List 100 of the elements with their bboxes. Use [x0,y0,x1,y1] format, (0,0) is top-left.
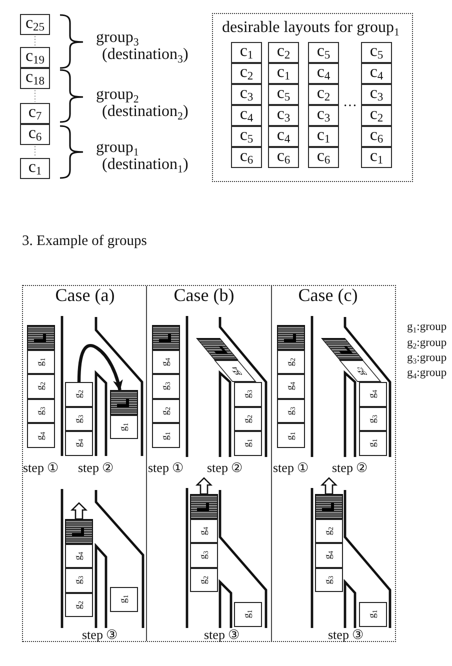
box-label: c$_{2}$ [370,106,384,122]
box-label: c$_{1}$ [276,64,290,80]
stack-box [20,68,50,89]
group-box [277,374,305,399]
group-label: group$_{3}$ [96,29,139,47]
group-box [65,592,93,618]
group-box [152,398,180,424]
group-box [234,431,262,456]
box-label: c$_{19}$ [25,48,45,64]
box-label: c$_{7}$ [28,104,42,120]
box-label: c$_{6}$ [276,148,290,164]
step-label: step ① [273,460,310,475]
layout-slot [231,126,262,147]
stack-box [20,124,50,145]
curved-arrow [77,344,123,391]
layout-slot [308,126,339,147]
panel-title: Case (b) [174,285,234,305]
layout-slot [231,84,262,105]
group-box [234,382,262,407]
hatched-block [152,325,180,350]
case-panel [23,286,147,641]
group-box [190,568,218,592]
step-label: step ③ [82,628,118,641]
layout-slot [308,84,339,105]
box-label: c$_{6}$ [370,126,384,142]
box-label: c$_{6}$ [28,124,42,140]
hatched-block [110,390,138,415]
group-box [234,406,262,432]
box-label: c$_{2}$ [316,84,330,100]
box-label: c$_{6}$ [316,148,330,164]
step-label: step ② [332,460,368,475]
hatched-block [196,338,238,360]
legend-text: g$_{1}$:group [407,321,447,334]
box-label: c$_{5}$ [240,126,254,142]
group-box [65,568,93,593]
group-box [359,406,387,432]
group-box [27,350,55,374]
legend-text: g$_{3}$:group [407,352,447,366]
box-label: c$_{25}$ [25,14,45,30]
box-label: c$_{4}$ [240,106,254,122]
step-label: step ① [23,460,60,475]
hatched-block [27,325,55,350]
group-box [359,382,387,407]
group-box [65,431,93,456]
layout-slot [268,126,299,147]
box-label: c$_{2}$ [240,64,254,80]
hatched-block [321,338,363,360]
hatched-block [190,494,218,519]
group-box [315,568,343,592]
group-box [65,406,93,432]
step-label: step ② [78,460,114,475]
destination-label: (destination$_{3}$) [102,46,188,64]
group-box [315,543,343,568]
group-box [277,423,305,448]
group-box [65,382,93,407]
box-label: c$_{1}$ [316,126,330,142]
box-label: c$_{4}$ [316,64,330,80]
group-box [152,423,180,448]
group-box [110,414,138,440]
stack-box [20,14,50,35]
layout-slot [361,63,392,84]
box-label: c$_{2}$ [276,42,290,58]
box-label: c$_{5}$ [370,42,384,58]
group-label: group$_{2}$ [96,86,139,104]
layout-slot [361,42,392,63]
stack-box [20,158,50,179]
box-label: c$_{1}$ [240,42,254,58]
ellipsis-text: ··· [343,99,357,115]
hatched-block [277,325,305,350]
group-box [359,431,387,456]
box-label: c$_{18}$ [25,68,45,84]
box-label: c$_{6}$ [240,148,254,164]
figure-caption: 3. Example of groups [22,232,147,250]
layout-slot [361,105,392,126]
group-box [234,602,262,627]
box-label: c$_{4}$ [276,126,290,142]
layout-slot [231,105,262,126]
group-box [27,374,55,399]
layout-slot [268,84,299,105]
layout-slot [361,84,392,105]
box-label: c$_{5}$ [276,84,290,100]
destination-label: (destination$_{2}$) [102,103,188,121]
group-box [190,543,218,568]
layout-slot [308,105,339,126]
group-box [152,374,180,399]
stack-box [20,103,50,124]
group-box [110,587,138,612]
block-arrow [195,477,213,495]
step-label: step ③ [328,628,364,641]
layout-slot [361,126,392,147]
box-label: c$_{1}$ [370,148,384,164]
group-box [277,398,305,424]
layout-slot [268,63,299,84]
group-box [27,398,55,424]
box-label: c$_{3}$ [276,106,290,122]
box-label: c$_{3}$ [240,84,254,100]
hatched-block [315,494,343,519]
layout-slot [268,105,299,126]
legend-text: g$_{4}$:group [407,367,447,380]
layout-slot [308,63,339,84]
